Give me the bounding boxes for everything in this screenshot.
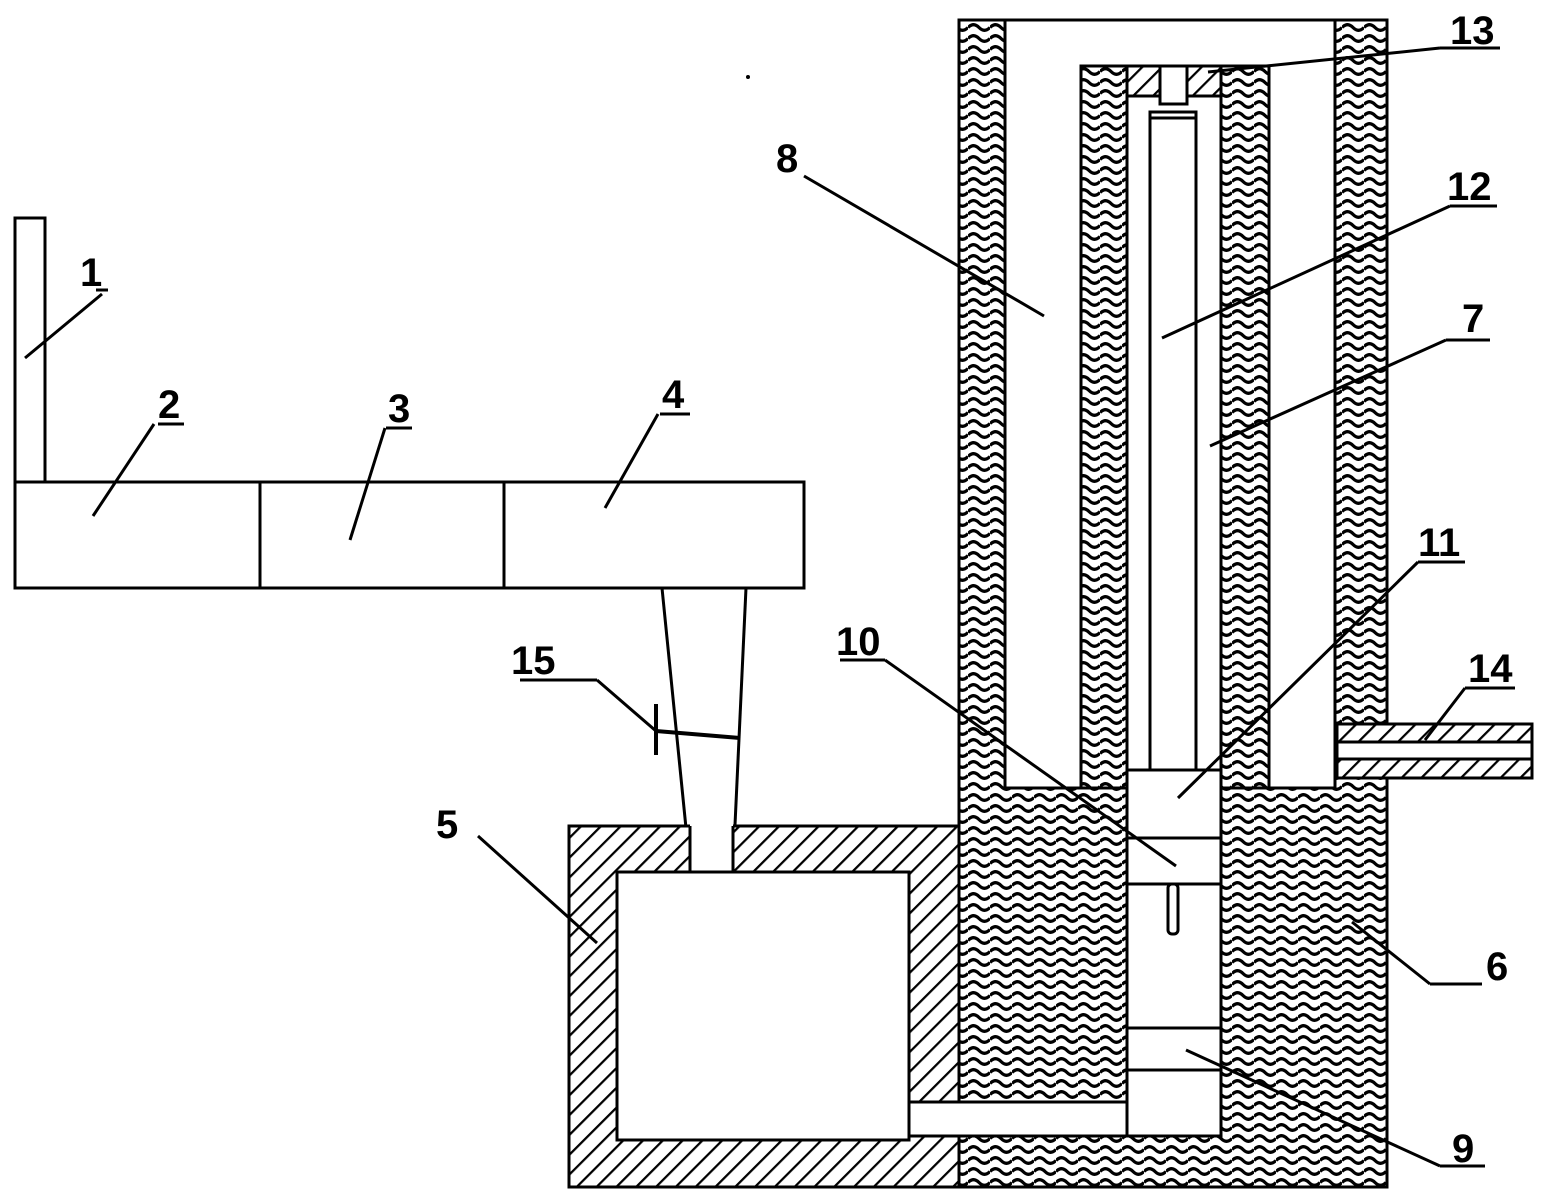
leader-lines <box>24 46 1515 1168</box>
part-12-rod <box>1148 110 1198 772</box>
label-4: 4 <box>662 373 685 417</box>
part-1-plate <box>13 216 47 484</box>
part-3-section <box>258 480 506 590</box>
label-9: 9 <box>1452 1127 1474 1171</box>
label-7: 7 <box>1462 297 1484 341</box>
label-10: 10 <box>836 620 881 664</box>
part-9-seal <box>1125 1026 1223 1072</box>
label-6: 6 <box>1486 945 1508 989</box>
part-14-outlet-pipe <box>1335 722 1534 780</box>
label-15: 15 <box>511 639 556 683</box>
speck <box>746 75 750 79</box>
part-10-piston <box>1125 836 1223 886</box>
label-3: 3 <box>388 387 410 431</box>
label-8: 8 <box>776 137 798 181</box>
chamber-row <box>13 480 806 590</box>
label-2: 2 <box>158 383 180 427</box>
label-11: 11 <box>1418 521 1460 565</box>
part-11-piston <box>1125 768 1223 840</box>
part-labels: 1 2 3 4 5 6 7 8 9 10 11 12 13 14 15 <box>80 9 1513 1171</box>
label-1: 1 <box>80 251 102 295</box>
label-14: 14 <box>1468 647 1513 691</box>
piston-10-stem <box>1166 882 1180 936</box>
label-5: 5 <box>436 803 458 847</box>
part-2-section <box>13 480 262 590</box>
tank-5-cavity <box>615 870 911 1142</box>
label-12: 12 <box>1447 165 1492 209</box>
bottom-passage <box>907 1100 1129 1138</box>
cap-13-hole <box>1158 64 1189 106</box>
part-4-section <box>502 480 806 590</box>
tank-5-inlet <box>690 824 733 872</box>
feed-pipe <box>660 587 748 869</box>
label-13: 13 <box>1450 9 1495 53</box>
valve-15 <box>654 704 741 755</box>
